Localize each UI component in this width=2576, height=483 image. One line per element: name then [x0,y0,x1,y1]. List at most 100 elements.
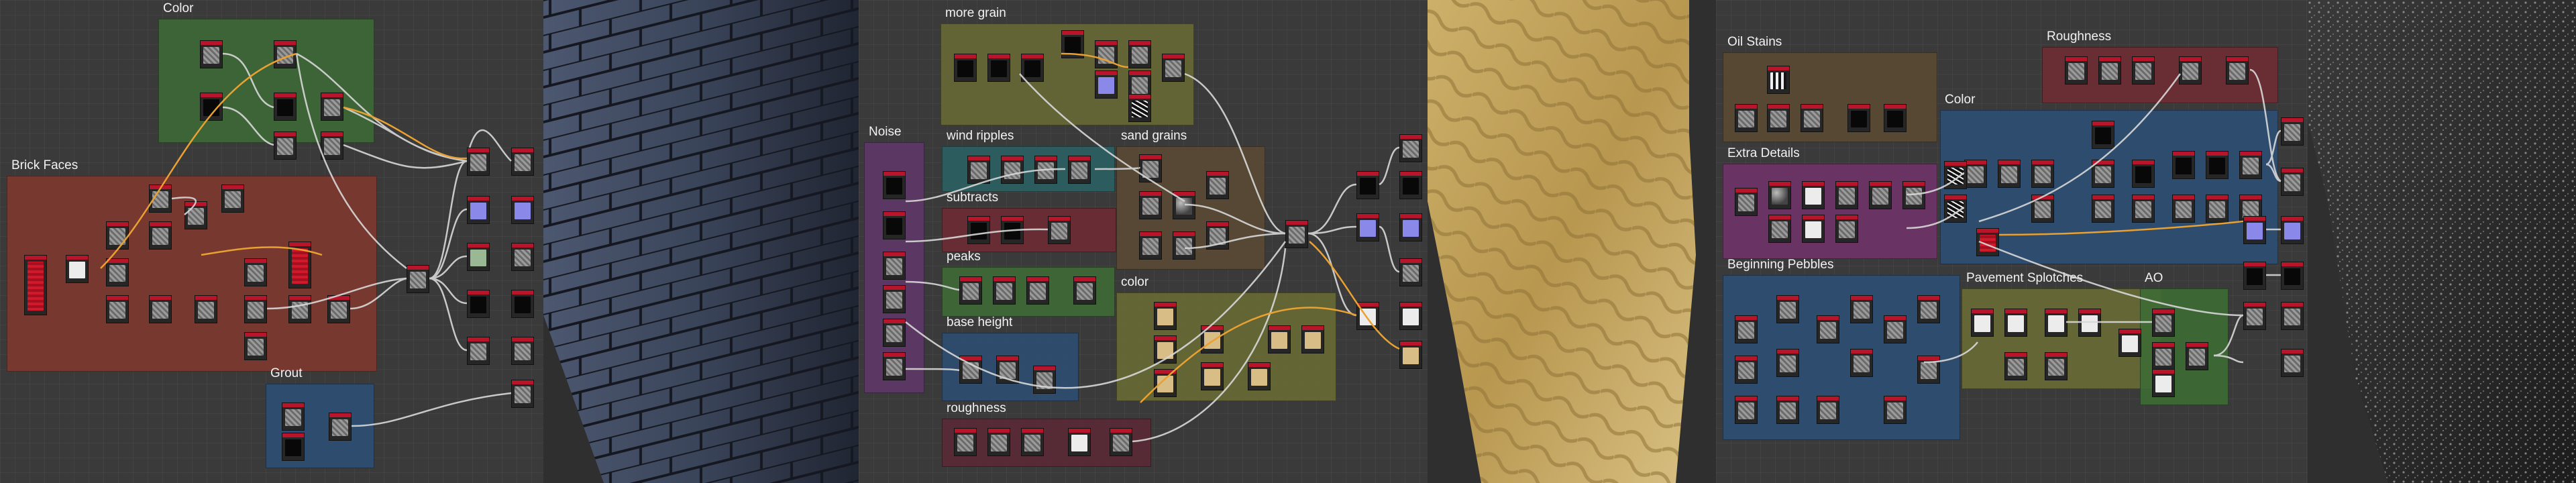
graph-node[interactable] [288,241,311,288]
graph-node[interactable] [2092,160,2114,188]
graph-node[interactable] [1268,325,1291,354]
graph-node[interactable] [195,295,217,323]
graph-node[interactable] [274,40,297,68]
graph-node[interactable] [1735,396,1758,424]
graph-node[interactable] [1139,191,1162,219]
graph-node[interactable] [467,148,490,176]
graph-node[interactable] [2078,309,2101,337]
graph-node[interactable] [1884,315,1907,343]
graph-node[interactable] [1001,156,1024,184]
graph-node[interactable] [1021,428,1044,456]
graph-node[interactable] [954,428,977,456]
graph-node[interactable] [2206,151,2229,179]
graph-node[interactable] [1034,156,1057,184]
graph-node[interactable] [1802,215,1825,243]
graph-node[interactable] [329,413,352,441]
graph-node[interactable] [967,156,990,184]
graph-node[interactable] [2206,195,2229,223]
graph-node[interactable] [1776,295,1799,323]
graph-node[interactable] [1998,160,2021,188]
graph-node[interactable] [1917,295,1940,323]
graph-node[interactable] [1068,156,1091,184]
graph-node[interactable] [2186,342,2208,370]
graph-node[interactable] [321,93,343,121]
graph-node[interactable] [2226,56,2249,85]
graph-node[interactable] [1201,325,1224,354]
graph-node[interactable] [2239,151,2262,179]
graph-node[interactable] [1061,30,1084,58]
graph-node[interactable] [200,40,223,68]
graph-node[interactable] [1835,181,1858,209]
graph-node[interactable] [282,433,305,461]
graph-output[interactable] [2281,302,2304,330]
graph-node[interactable] [1835,215,1858,243]
graph-node[interactable] [1847,104,1870,132]
node-graph-editor-sand[interactable]: more grain Noise wind ripples sand grain… [859,0,1428,483]
graph-node[interactable] [959,276,982,305]
graph-node[interactable] [1776,349,1799,377]
graph-node[interactable] [1248,362,1271,390]
graph-node[interactable] [24,255,47,315]
graph-node[interactable] [1068,428,1091,456]
graph-node[interactable] [1817,315,1839,343]
graph-node[interactable] [1206,171,1229,199]
graph-node[interactable] [1869,181,1892,209]
graph-node[interactable] [883,252,906,280]
graph-node[interactable] [1026,276,1049,305]
frame-color[interactable]: Color [158,1,374,143]
graph-node[interactable] [274,93,297,121]
graph-node[interactable] [1095,40,1118,68]
graph-output[interactable] [1399,134,1422,162]
graph-output[interactable] [2281,117,2304,146]
graph-node[interactable] [1206,221,1229,250]
graph-node[interactable] [2132,56,2155,85]
graph-node[interactable] [2243,302,2266,330]
graph-node[interactable] [184,201,207,229]
graph-node[interactable] [149,295,172,323]
graph-node[interactable] [1139,154,1162,182]
graph-node[interactable] [1735,104,1758,132]
graph-node[interactable] [883,211,906,239]
graph-node[interactable] [1033,366,1056,394]
graph-node[interactable] [1356,171,1379,199]
graph-output[interactable] [511,148,534,176]
graph-output[interactable] [2281,349,2304,377]
graph-node[interactable] [1884,104,1907,132]
graph-node[interactable] [1735,315,1758,343]
graph-node[interactable] [149,184,172,213]
graph-node[interactable] [1884,396,1907,424]
graph-node[interactable] [996,356,1019,384]
graph-node[interactable] [467,290,490,318]
graph-output[interactable] [2281,216,2304,244]
graph-output[interactable] [2281,262,2304,290]
graph-node[interactable] [467,337,490,365]
graph-node[interactable] [2004,309,2027,337]
graph-node[interactable] [2243,262,2266,290]
graph-node[interactable] [244,295,267,323]
graph-node[interactable] [1201,362,1224,390]
graph-node[interactable] [967,216,990,244]
graph-node[interactable] [987,54,1010,82]
graph-node[interactable] [274,131,297,160]
graph-node[interactable] [1128,94,1151,122]
graph-node[interactable] [321,131,343,160]
graph-node[interactable] [1095,70,1118,99]
graph-node[interactable] [467,243,490,271]
frame-extra-details[interactable]: Extra Details [1723,146,1937,259]
graph-output[interactable] [511,290,534,318]
graph-node[interactable] [1021,54,1044,82]
graph-node[interactable] [2179,56,2202,85]
graph-output[interactable] [1399,213,1422,241]
graph-output[interactable] [1399,258,1422,286]
graph-node[interactable] [221,184,244,213]
graph-node[interactable] [883,285,906,313]
graph-node[interactable] [66,255,89,283]
graph-node[interactable] [1801,104,1823,132]
graph-node[interactable] [1173,231,1195,260]
graph-node[interactable] [2152,369,2175,397]
graph-node[interactable] [1356,302,1379,330]
graph-node[interactable] [1767,104,1790,132]
graph-node[interactable] [1301,325,1324,354]
graph-node[interactable] [959,356,982,384]
graph-node[interactable] [1917,356,1940,384]
